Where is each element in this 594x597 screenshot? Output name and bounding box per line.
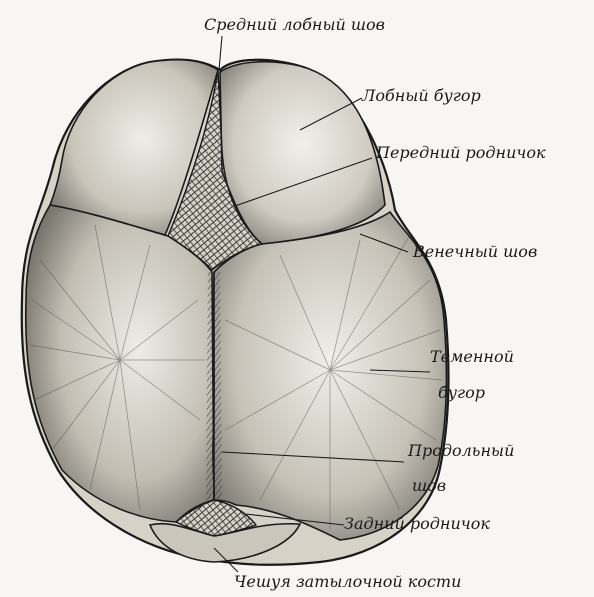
right-frontal-bone	[220, 62, 385, 244]
label-frontal-tuber: Лобный бугор	[362, 86, 481, 106]
label-coronal-suture: Венечный шов	[413, 242, 537, 262]
label-posterior-fontanelle: Задний родничок	[344, 514, 490, 534]
label-occipital-squama: Чешуя затылочной кости	[234, 572, 461, 592]
label-sagittal-suture-2: шов	[412, 475, 446, 497]
label-anterior-fontanelle: Передний родничок	[376, 143, 546, 163]
label-sagittal-suture-1: Продольный	[408, 440, 514, 462]
label-frontal-suture: Средний лобный шов	[204, 15, 385, 35]
left-parietal-bone	[26, 205, 214, 522]
label-parietal-tuber-1: Теменной	[430, 346, 514, 368]
label-parietal-tuber-2: бугор	[438, 382, 485, 404]
